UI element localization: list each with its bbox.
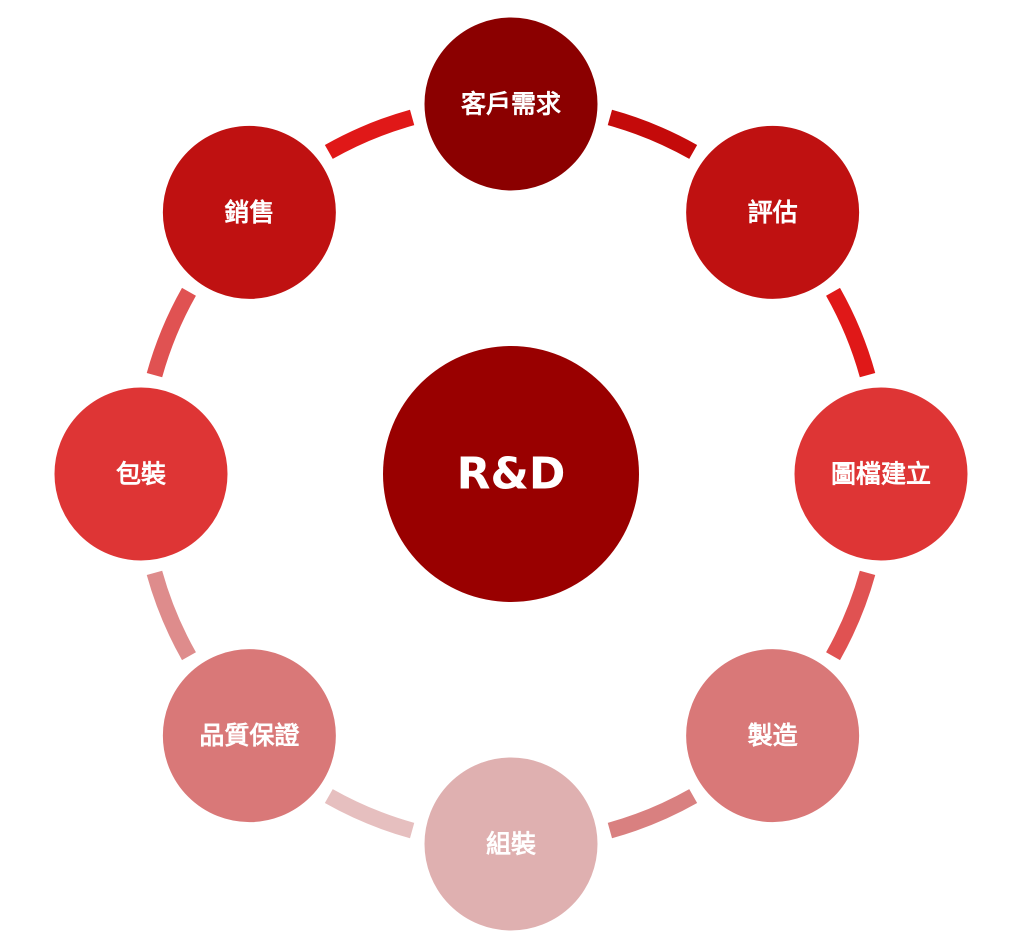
node-customer-needs: 客戶需求 <box>421 14 601 194</box>
connector-evaluation-to-drawing-setup <box>826 287 876 378</box>
connector-manufacturing-to-assembly <box>607 789 698 839</box>
center-circle <box>383 346 639 602</box>
node-circle-quality-assurance <box>159 646 339 826</box>
connector-quality-assurance-to-packaging <box>146 570 196 661</box>
node-label-drawing-setup: 圖檔建立 <box>831 460 931 489</box>
connector-assembly-to-quality-assurance <box>324 789 415 839</box>
node-packaging: 包裝 <box>51 384 231 564</box>
node-circle-packaging <box>51 384 231 564</box>
node-circle-assembly <box>421 754 601 934</box>
node-label-quality-assurance: 品質保證 <box>199 721 300 750</box>
node-sales: 銷售 <box>159 122 339 302</box>
node-circle-customer-needs <box>421 14 601 194</box>
node-label-customer-needs: 客戶需求 <box>461 90 561 119</box>
center-label: R&D <box>457 449 566 500</box>
connector-sales-to-customer-needs <box>324 109 415 159</box>
node-label-evaluation: 評估 <box>748 198 798 227</box>
node-quality-assurance: 品質保證 <box>159 646 339 826</box>
connector-customer-needs-to-evaluation <box>607 109 698 159</box>
connector-packaging-to-sales <box>146 287 196 378</box>
node-circle-evaluation <box>683 122 863 302</box>
node-label-sales: 銷售 <box>224 198 274 227</box>
node-label-packaging: 包裝 <box>116 460 167 489</box>
node-assembly: 組裝 <box>421 754 601 934</box>
node-circle-drawing-setup <box>791 384 971 564</box>
cycle-connectors <box>146 109 876 839</box>
connector-drawing-setup-to-manufacturing <box>826 570 876 661</box>
node-circle-sales <box>159 122 339 302</box>
node-manufacturing: 製造 <box>683 646 863 826</box>
node-drawing-setup: 圖檔建立 <box>791 384 971 564</box>
node-circle-manufacturing <box>683 646 863 826</box>
center-node: R&D <box>383 346 639 602</box>
node-label-assembly: 組裝 <box>486 830 537 859</box>
node-label-manufacturing: 製造 <box>747 721 798 750</box>
node-evaluation: 評估 <box>683 122 863 302</box>
